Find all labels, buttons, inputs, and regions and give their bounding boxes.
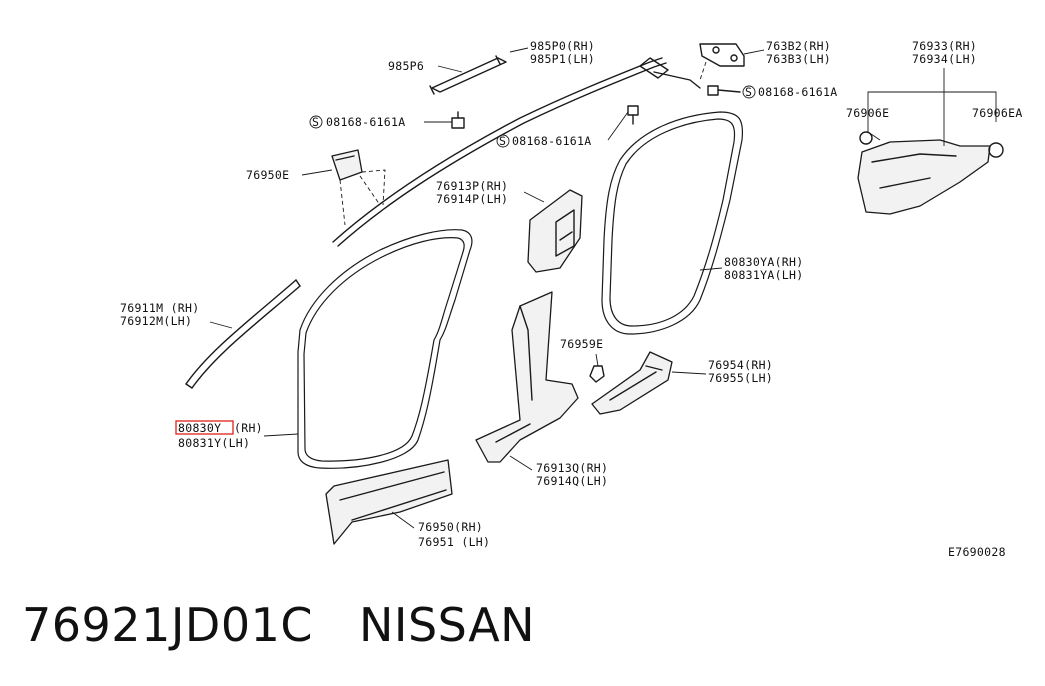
- bolt-label-left: S 08168-6161A: [309, 115, 405, 129]
- clip-76950e: [331, 149, 386, 226]
- label-80830ya-rh: 80830YA(RH): [724, 255, 803, 269]
- label-80831y-lh: 80831Y(LH): [178, 436, 250, 450]
- label-76913q-rh: 76913Q(RH): [536, 461, 608, 475]
- part-number: 76921JD01C: [22, 598, 313, 652]
- label-bolt-left: 08168-6161A: [326, 115, 405, 129]
- label-763b3-lh: 763B3(LH): [766, 52, 831, 66]
- brand-name: NISSAN: [358, 598, 536, 652]
- bracket-763b2: [699, 43, 745, 81]
- bolt-middle: [627, 105, 639, 125]
- label-76914q-lh: 76914Q(LH): [536, 474, 608, 488]
- bracket-985p6: [429, 55, 507, 95]
- label-76951-lh: 76951 (LH): [418, 535, 490, 549]
- highlighted-part-label: 80830Y (RH): [175, 420, 263, 435]
- label-80830y-side: (RH): [234, 421, 263, 435]
- s-symbol: S: [312, 115, 319, 129]
- label-985p6: 985P6: [388, 59, 424, 73]
- label-76911m-rh: 76911M (RH): [120, 301, 199, 315]
- rear-side-trim: [857, 131, 1004, 215]
- parts-diagram: 985P6 985P0(RH) 985P1(LH) 763B2(RH) 763B…: [120, 39, 1023, 559]
- label-76933-rh: 76933(RH): [912, 39, 977, 53]
- s-symbol: S: [499, 134, 506, 148]
- highlight-box: [175, 420, 234, 435]
- label-80831ya-lh: 80831YA(LH): [724, 268, 803, 282]
- clip-76959e: [589, 353, 605, 383]
- diagram-code: E7690028: [948, 545, 1006, 559]
- label-985p1-lh: 985P1(LH): [530, 52, 595, 66]
- label-76914p-lh: 76914P(LH): [436, 192, 508, 206]
- label-76912m-lh: 76912M(LH): [120, 314, 192, 328]
- label-76906ea: 76906EA: [972, 106, 1023, 120]
- bolt-label-right: S 08168-6161A: [742, 85, 837, 99]
- b-pillar-upper: [527, 189, 583, 273]
- label-76955-lh: 76955(LH): [708, 371, 773, 385]
- roof-rail-trim: [332, 57, 701, 247]
- bolt-left: [451, 111, 465, 129]
- part-labels: 985P6 985P0(RH) 985P1(LH) 763B2(RH) 763B…: [120, 39, 1023, 559]
- front-kicking-plate: [325, 459, 453, 545]
- part-footer: 76921JD01C NISSAN: [22, 598, 535, 652]
- label-76906e: 76906E: [846, 106, 889, 120]
- label-80830y: 80830Y: [178, 421, 221, 435]
- rear-door-weatherstrip: [601, 111, 744, 335]
- b-pillar-lower: [475, 291, 579, 463]
- front-door-weatherstrip: [297, 229, 473, 469]
- bolt-right: [707, 85, 741, 96]
- label-76950e: 76950E: [246, 168, 289, 182]
- label-76959e: 76959E: [560, 337, 603, 351]
- a-pillar-trim: [185, 279, 301, 389]
- label-bolt-middle: 08168-6161A: [512, 134, 591, 148]
- label-76934-lh: 76934(LH): [912, 52, 977, 66]
- rear-kicking-plate: [591, 351, 673, 415]
- label-bolt-right: 08168-6161A: [758, 85, 837, 99]
- label-985p0-rh: 985P0(RH): [530, 39, 595, 53]
- s-symbol: S: [745, 85, 752, 99]
- label-76950-rh: 76950(RH): [418, 520, 483, 534]
- label-76954-rh: 76954(RH): [708, 358, 773, 372]
- label-76913p-rh: 76913P(RH): [436, 179, 508, 193]
- label-763b2-rh: 763B2(RH): [766, 39, 831, 53]
- bolt-label-middle: S 08168-6161A: [496, 134, 591, 148]
